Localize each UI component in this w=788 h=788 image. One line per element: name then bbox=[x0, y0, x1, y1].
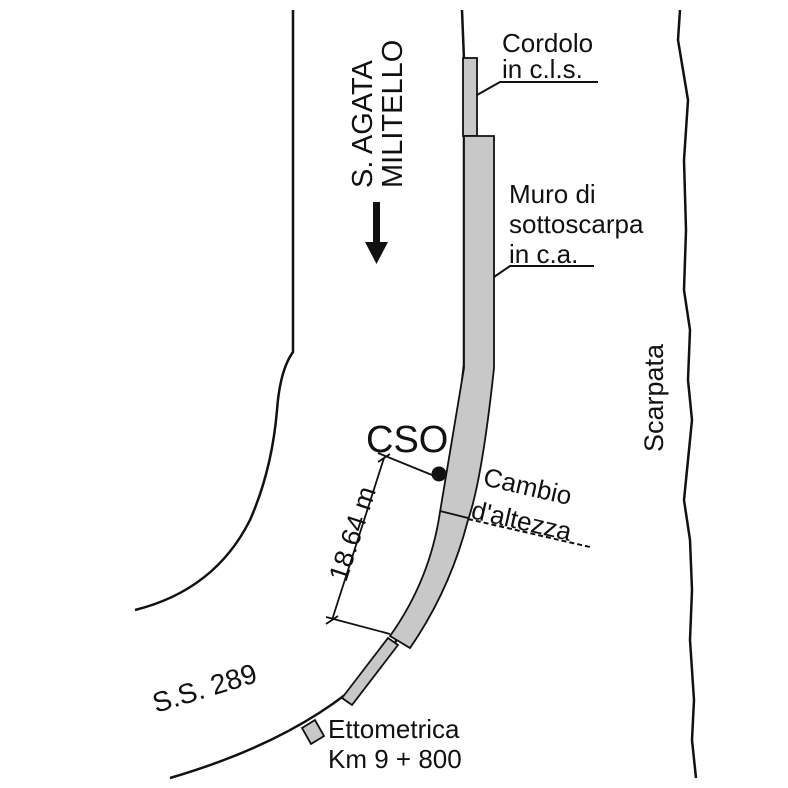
muro-label-line2: sottoscarpa bbox=[509, 209, 644, 239]
escarpment-line bbox=[676, 9, 698, 779]
wall-segment-lower-1 bbox=[340, 636, 400, 707]
cambio-leader-line bbox=[467, 518, 591, 548]
dimension-tick-top bbox=[377, 453, 391, 463]
wall-segment-ettometrica bbox=[300, 718, 326, 746]
direction-arrow-shaft bbox=[373, 202, 380, 246]
dimension-extension-bottom bbox=[325, 616, 391, 635]
dimension-line bbox=[331, 457, 385, 621]
distance-label: 18.64 m bbox=[323, 483, 382, 585]
direction-arrow-head bbox=[365, 242, 388, 264]
cordolo-label-line2: in c.l.s. bbox=[502, 54, 583, 84]
ettometrica-label-line2: Km 9 + 800 bbox=[328, 744, 462, 774]
direction-label-line1: S. AGATA bbox=[347, 59, 379, 188]
dimension-tick-bottom bbox=[325, 615, 339, 625]
scarpata-label: Scarpata bbox=[639, 343, 669, 452]
muro-label-line1: Muro di bbox=[509, 179, 596, 209]
retaining-wall bbox=[388, 135, 495, 650]
cso-point bbox=[431, 466, 447, 482]
cso-label: CSO bbox=[366, 419, 448, 461]
height-change-divider bbox=[439, 510, 469, 519]
road-left-edge bbox=[134, 10, 295, 612]
muro-label-line3: in c.a. bbox=[509, 239, 578, 269]
direction-label-line2: MILITELLO bbox=[377, 40, 409, 188]
road-right-edge bbox=[169, 9, 466, 780]
cordolo-label-line1: Cordolo bbox=[502, 28, 593, 58]
road-label: S.S. 289 bbox=[149, 658, 261, 719]
cordolo-leader-line bbox=[476, 81, 598, 96]
muro-leader-line bbox=[493, 265, 594, 278]
ettometrica-label-line1: Ettometrica bbox=[328, 714, 460, 744]
cordolo-curb bbox=[462, 57, 478, 137]
